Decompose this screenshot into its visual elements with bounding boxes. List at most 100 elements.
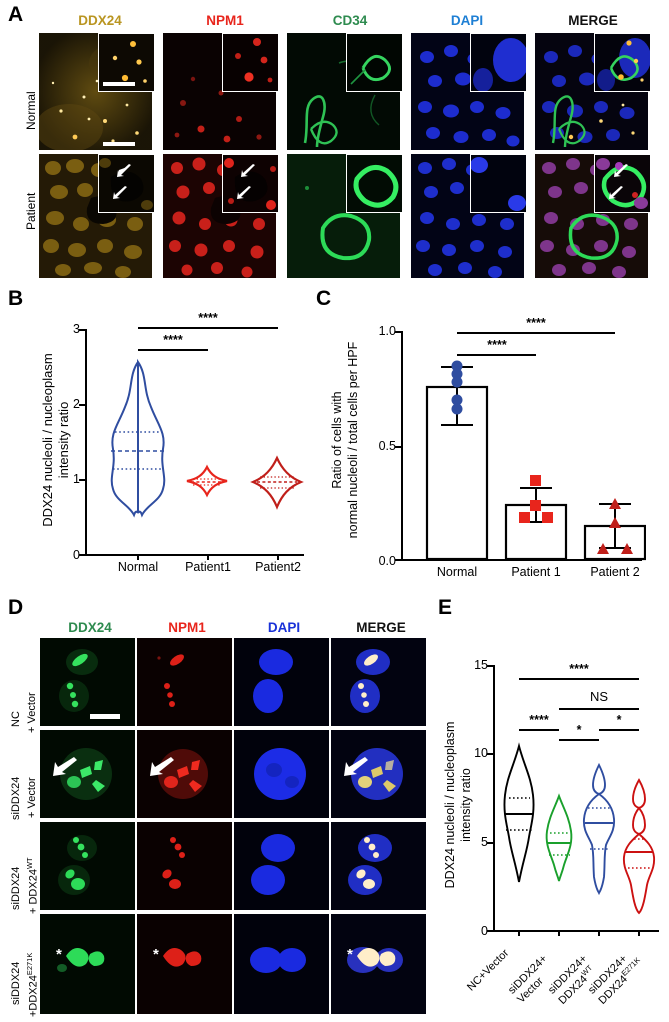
panel-b-ytick-mark-2 [79, 404, 86, 406]
panel-d-image-r3-npm1 [137, 822, 232, 910]
panel-d-asterisk-r4-npm1: * [153, 946, 159, 963]
panel-d-row-label-sidddx24-e271k: siDDX24 [10, 961, 22, 1005]
panel-d-image-r3-merge [331, 822, 426, 910]
panel-a-col-header-npm1: NPM1 [206, 13, 244, 28]
panel-c-xtick-label-0: Normal [436, 565, 478, 579]
panel-d-image-r3-dapi [234, 822, 329, 910]
panel-d-letter: D [8, 596, 24, 619]
panel-d-image-r4-npm1 [137, 914, 232, 1014]
panel-d-arrow-r2-npm1 [147, 757, 175, 779]
panel-a-col-header-cd34: CD34 [332, 13, 368, 28]
panel-b-ytick-1: 1 [73, 472, 80, 486]
panel-e-sigline-ncvector-e271k [519, 678, 639, 680]
panel-e-ytick-mark-10 [487, 753, 494, 755]
panel-a-row-label-normal: Normal [24, 91, 38, 130]
panel-d-row-label-sidddx24-wt: siDDX24 [10, 866, 22, 910]
panel-d-asterisk-r4-ddx24: * [56, 946, 62, 963]
panel-b-ytick-2: 2 [73, 397, 80, 411]
panel-e-violins [503, 742, 656, 915]
panel-d-col-header-ddx24: DDX24 [68, 620, 112, 635]
panel-e-sig-label-ncvector-e271k: **** [569, 662, 589, 676]
panel-b-letter: B [8, 287, 24, 310]
panel-e-xtick-mark-0 [518, 930, 520, 936]
panel-d-image-r4-merge [331, 914, 426, 1014]
panel-b-xtick-mark-1 [207, 554, 209, 560]
panel-e-sigline-vector-e271k [559, 708, 639, 710]
panel-a-scale-bar [103, 142, 135, 146]
panel-e-ytick-15: 15 [474, 658, 488, 672]
panel-a-inset-patient-dapi [470, 154, 527, 213]
panel-e-ylabel-line2: intensity ratio [459, 768, 473, 842]
panel-d-image-r2-dapi [234, 730, 329, 818]
panel-a-arrow-patient-ddx24-bottom [112, 186, 128, 200]
panel-e-ytick-mark-15 [487, 665, 494, 667]
panel-d-image-r4-dapi [234, 914, 329, 1014]
panel-d-row-label-sidddx24-wt-2: + DDX24WT [25, 857, 40, 914]
panel-d-image-r1-dapi [234, 638, 329, 726]
panel-e-ytick-10: 10 [474, 746, 488, 760]
panel-b-xtick-label-2: Patient2 [255, 560, 301, 574]
panel-d-asterisk-r4-merge: * [347, 946, 353, 963]
panel-e-xtick-mark-1 [558, 930, 560, 936]
panel-e-sigline-vector-wt [559, 739, 599, 741]
panel-c-ytick-2: 1.0 [378, 324, 396, 338]
panel-c-xtick-label-1: Patient 1 [511, 565, 561, 579]
panel-a-inset-normal-npm1 [222, 33, 279, 92]
panel-e-sig-label-vector-e271k: NS [589, 689, 609, 704]
panel-b-ytick-mark-3 [79, 329, 86, 331]
panel-c-xtick-label-2: Patient 2 [590, 565, 640, 579]
panel-d-col-header-dapi: DAPI [267, 620, 301, 635]
panel-e-sigline-wt-e271k [599, 729, 639, 731]
panel-a-inset-normal-dapi [470, 33, 527, 92]
panel-b-violins [110, 358, 304, 518]
panel-e-ytick-5: 5 [481, 835, 488, 849]
panel-a-col-header-dapi: DAPI [450, 13, 484, 28]
panel-c-bars [425, 360, 646, 561]
panel-d-arrow-r2-ddx24 [50, 757, 78, 779]
panel-e-xtick-mark-2 [598, 930, 600, 936]
panel-e-xtick-label-1: siDDX24+Vector [506, 952, 550, 1006]
panel-b-xtick-label-0: Normal [117, 560, 159, 574]
panel-a-letter: A [8, 3, 24, 26]
panel-c-ylabel-line1: Ratio of cells with [330, 391, 344, 489]
panel-d-image-r1-npm1 [137, 638, 232, 726]
panel-b-sigline-2 [138, 327, 278, 329]
panel-b-xtick-label-1: Patient1 [185, 560, 231, 574]
panel-d-image-r3-ddx24 [40, 822, 135, 910]
panel-e-ytick-mark-5 [487, 842, 494, 844]
panel-a-arrow-patient-ddx24-top [116, 164, 132, 178]
panel-e-letter: E [438, 596, 453, 619]
panel-b-ytick-mark-0 [79, 554, 86, 556]
panel-a-inset-normal-cd34 [346, 33, 403, 92]
panel-b-sig-label-2: **** [198, 311, 218, 325]
panel-e-ytick-0: 0 [481, 924, 488, 938]
panel-d-image-r4-ddx24 [40, 914, 135, 1014]
panel-b-y-axis [85, 329, 87, 556]
panel-d-row-label-nc-vector-2: + Vector [26, 692, 38, 733]
panel-e-x-axis [493, 930, 659, 932]
panel-b-xtick-mark-0 [137, 554, 139, 560]
panel-a-col-header-ddx24: DDX24 [78, 13, 122, 28]
panel-e-sig-label-wt-e271k: * [616, 713, 622, 727]
panel-a-arrow-patient-merge-bottom [608, 186, 624, 200]
panel-c-ytick-0: 0.0 [378, 554, 396, 568]
panel-c-y-axis [401, 331, 403, 561]
panel-e-ytick-mark-0 [487, 930, 494, 932]
panel-a-image-patient-ddx24 [39, 154, 152, 278]
panel-a-image-patient-npm1 [163, 154, 276, 278]
panel-e-xtick-label-3: siDDX24+DDX24E271K [586, 952, 642, 1007]
panel-c-ytick-mark-2 [395, 331, 402, 333]
panel-c-sigline-1 [457, 354, 536, 356]
panel-b-ylabel-line2: intensity ratio [56, 401, 71, 479]
panel-b-ylabel-line1: DDX24 nucleoli / nucleoplasm [40, 353, 55, 527]
panel-b-ytick-mark-1 [79, 479, 86, 481]
panel-a-inset-scale-bar [103, 82, 135, 86]
panel-c-ytick-mark-0 [395, 559, 402, 561]
panel-e-ylabel-line1: DDX24 nucleoli / nucleoplasm [443, 721, 457, 889]
panel-d-image-r1-ddx24 [40, 638, 135, 726]
panel-d-arrow-r2-merge [341, 757, 369, 779]
panel-d-scale-bar [90, 714, 120, 719]
panel-b-xtick-mark-2 [277, 554, 279, 560]
panel-d-col-header-npm1: NPM1 [168, 620, 206, 635]
panel-b-ytick-3: 3 [73, 322, 80, 336]
